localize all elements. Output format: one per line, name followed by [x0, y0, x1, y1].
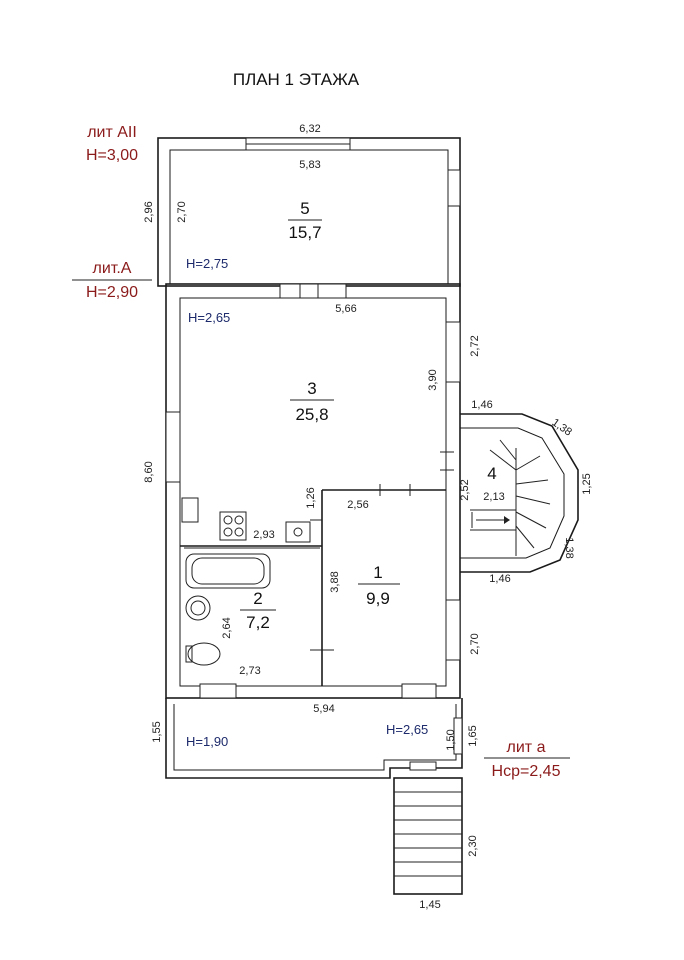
window-right-room3	[445, 321, 461, 383]
height-veranda-left: Н=1,90	[186, 734, 228, 749]
h-aii-label: Н=3,00	[86, 147, 138, 164]
room-1-area: 9,9	[366, 589, 390, 608]
stair-room-walls	[460, 413, 579, 573]
dim-272: 2,72	[469, 335, 481, 356]
washbasin	[185, 595, 211, 621]
dim-145: 1,45	[419, 899, 440, 911]
window-bottom-left	[199, 683, 237, 699]
bathtub	[185, 553, 271, 589]
dim-388: 3,88	[329, 571, 341, 592]
dim-126: 1,26	[305, 487, 317, 508]
h-avg-label: Нср=2,45	[492, 763, 561, 780]
dim-273: 2,73	[239, 665, 260, 677]
dim-390: 3,90	[427, 369, 439, 390]
dim-146b: 1,46	[489, 573, 510, 585]
dim-632: 6,32	[299, 123, 320, 135]
room-1-number: 1	[373, 563, 382, 582]
lit-a-label: лит.А	[93, 260, 132, 277]
dim-155: 1,55	[151, 721, 163, 742]
window-left	[165, 411, 181, 483]
dim-293: 2,93	[253, 529, 274, 541]
height-room3: Н=2,65	[188, 310, 230, 325]
dim-270b: 2,70	[469, 633, 481, 654]
dim-138b: 1,38	[563, 537, 575, 558]
dim-594: 5,94	[313, 703, 334, 715]
room-5-area: 15,7	[288, 223, 321, 242]
toilet	[187, 642, 221, 666]
room-3-area: 25,8	[295, 405, 328, 424]
dim-213: 2,13	[483, 491, 504, 503]
dim-264: 2,64	[221, 617, 233, 638]
wall-cabinet	[181, 497, 199, 523]
window-right-room5	[447, 169, 461, 207]
dim-296: 2,96	[143, 201, 155, 222]
dim-583: 5,83	[299, 159, 320, 171]
dim-270a: 2,70	[176, 201, 188, 222]
dim-165: 1,65	[467, 725, 479, 746]
room-4-number: 4	[487, 464, 496, 483]
veranda-door	[409, 761, 437, 771]
staircase	[470, 439, 551, 556]
dim-230: 2,30	[467, 835, 479, 856]
sink	[285, 521, 311, 543]
height-veranda-right: Н=2,65	[386, 722, 428, 737]
room-2-area: 7,2	[246, 613, 270, 632]
dim-860: 8,60	[143, 461, 155, 482]
veranda-window	[453, 717, 463, 755]
lit-a-small-label: лит а	[507, 739, 546, 756]
room-5-number: 5	[300, 199, 309, 218]
h-a-label: Н=2,90	[86, 284, 138, 301]
dim-125: 1,25	[581, 473, 593, 494]
height-room5: Н=2,75	[186, 256, 228, 271]
dim-256: 2,56	[347, 499, 368, 511]
dim-146a: 1,46	[471, 399, 492, 411]
room-3-number: 3	[307, 379, 316, 398]
stove	[219, 511, 247, 541]
dim-566: 5,66	[335, 303, 356, 315]
outside-stairs	[393, 777, 463, 895]
window-right-room1	[445, 599, 461, 661]
window-between-5-3	[279, 283, 347, 299]
lit-aii-label: лит АII	[87, 124, 137, 141]
room-2-number: 2	[253, 589, 262, 608]
plan-title: ПЛАН 1 ЭТАЖА	[233, 70, 360, 89]
dim-150: 1,50	[445, 729, 457, 750]
dim-138a: 1,38	[550, 416, 574, 438]
dim-252: 2,52	[459, 479, 471, 500]
window-bottom-right	[401, 683, 437, 699]
